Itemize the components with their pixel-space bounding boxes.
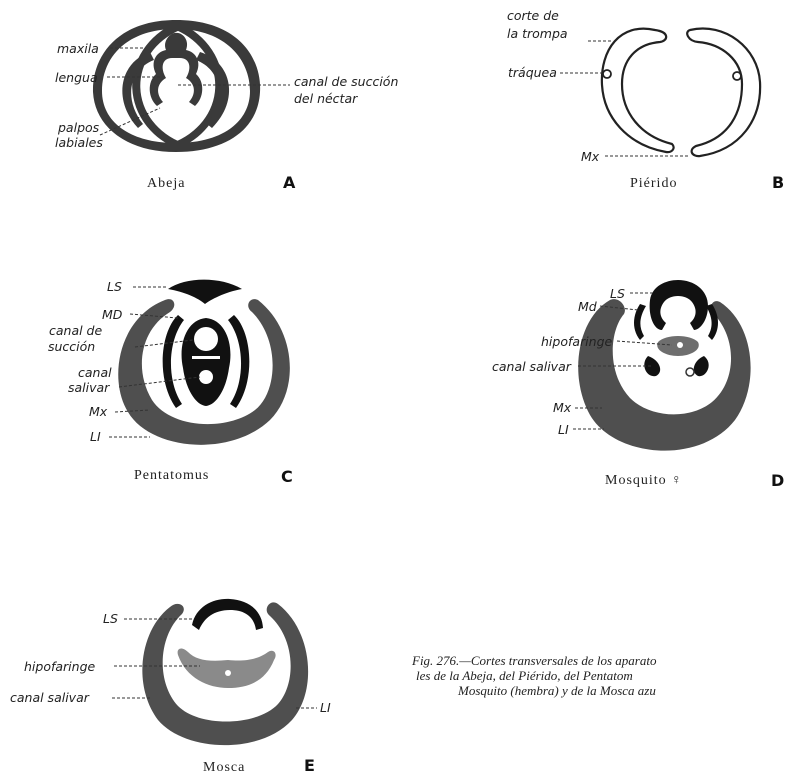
name-pierido: Piérido bbox=[630, 176, 677, 191]
label-mosquito-salivar: canal salivar bbox=[492, 359, 572, 374]
letter-c: C bbox=[281, 467, 293, 486]
letter-a: A bbox=[283, 173, 296, 192]
name-mosquito: Mosquito ♀ bbox=[605, 473, 683, 488]
caption-line-3: Mosquito (hembra) y de la Mosca azu bbox=[457, 683, 656, 698]
label-mosca-hipo: hipofaringe bbox=[24, 659, 96, 674]
label-pentatomus-mx: Mx bbox=[89, 404, 108, 419]
mosquito-traquea bbox=[686, 368, 694, 376]
label-abeja-lengua: lengua bbox=[55, 70, 98, 85]
label-abeja-canal-1: canal de succión bbox=[294, 74, 398, 89]
label-mosquito-ls: LS bbox=[610, 286, 625, 301]
label-abeja-canal-2: del néctar bbox=[294, 91, 358, 106]
pierido-traquea-right bbox=[733, 72, 741, 80]
name-abeja: Abeja bbox=[147, 176, 185, 191]
pierido-half-right bbox=[687, 29, 760, 157]
label-pentatomus-canal-2: succión bbox=[48, 339, 95, 354]
pierido-half-left bbox=[602, 29, 674, 153]
mosca-hipofaringe bbox=[178, 648, 276, 688]
name-mosca: Mosca bbox=[203, 760, 245, 775]
panel-e-mosca: LS hipofaringe canal salivar LI Mosca E bbox=[10, 599, 331, 775]
caption-line-2: les de la Abeja, del Piérido, del Pentat… bbox=[416, 668, 633, 683]
pentatomus-labro bbox=[168, 280, 242, 304]
label-mosca-li: LI bbox=[320, 700, 331, 715]
pentatomus-canal-succion bbox=[194, 327, 218, 351]
label-pentatomus-salivar-2: salivar bbox=[68, 380, 110, 395]
label-mosquito-md: Md bbox=[578, 299, 597, 314]
label-abeja-palpos-1: palpos bbox=[57, 120, 100, 135]
label-pentatomus-md: MD bbox=[102, 307, 123, 322]
letter-d: D bbox=[771, 471, 784, 490]
label-pentatomus-ls: LS bbox=[107, 279, 122, 294]
name-pentatomus: Pentatomus bbox=[134, 468, 209, 483]
mosca-canal-salivar bbox=[225, 670, 231, 676]
label-mosquito-li: LI bbox=[558, 422, 569, 437]
label-pentatomus-salivar-1: canal bbox=[78, 365, 112, 380]
pentatomus-septum bbox=[192, 356, 220, 359]
label-abeja-maxila: maxila bbox=[57, 41, 99, 56]
letter-e: E bbox=[304, 756, 315, 775]
pierido-traquea-left bbox=[603, 70, 611, 78]
panel-a-abeja: maxila lengua canal de succión del nécta… bbox=[55, 20, 398, 192]
label-mosca-salivar: canal salivar bbox=[10, 690, 90, 705]
label-pierido-corte-2: la trompa bbox=[507, 26, 568, 41]
letter-b: B bbox=[772, 173, 784, 192]
pentatomus-canal-salivar bbox=[199, 370, 213, 384]
mosquito-canal-salivar bbox=[677, 342, 683, 348]
panel-d-mosquito: LS Md hipofaringe canal salivar Mx LI Mo… bbox=[492, 280, 784, 490]
mosca-labro bbox=[192, 599, 263, 630]
mosquito-labro bbox=[650, 280, 708, 330]
label-mosca-ls: LS bbox=[103, 611, 118, 626]
label-pentatomus-li: LI bbox=[90, 429, 101, 444]
pentatomus-mandibula-right bbox=[228, 315, 249, 408]
pentatomus-mandibula-left bbox=[163, 315, 184, 408]
label-abeja-palpos-2: labiales bbox=[55, 135, 103, 150]
label-pentatomus-canal-1: canal de bbox=[49, 323, 102, 338]
label-mosquito-hipo: hipofaringe bbox=[541, 334, 613, 349]
label-pierido-mx: Mx bbox=[581, 149, 600, 164]
label-mosquito-mx: Mx bbox=[553, 400, 572, 415]
figure-caption: Fig. 276.—Cortes transversales de los ap… bbox=[411, 653, 657, 698]
mosquito-maxila-left bbox=[644, 356, 660, 376]
label-pierido-traquea: tráquea bbox=[508, 65, 557, 80]
label-pierido-corte-1: corte de bbox=[507, 8, 559, 23]
caption-line-1: Fig. 276.—Cortes transversales de los ap… bbox=[411, 653, 657, 668]
panel-c-pentatomus: LS MD canal de succión canal salivar Mx … bbox=[48, 279, 293, 486]
mosquito-maxila-right bbox=[694, 356, 709, 376]
panel-b-pierido: corte de la trompa tráquea Mx Piérido B bbox=[507, 8, 784, 192]
